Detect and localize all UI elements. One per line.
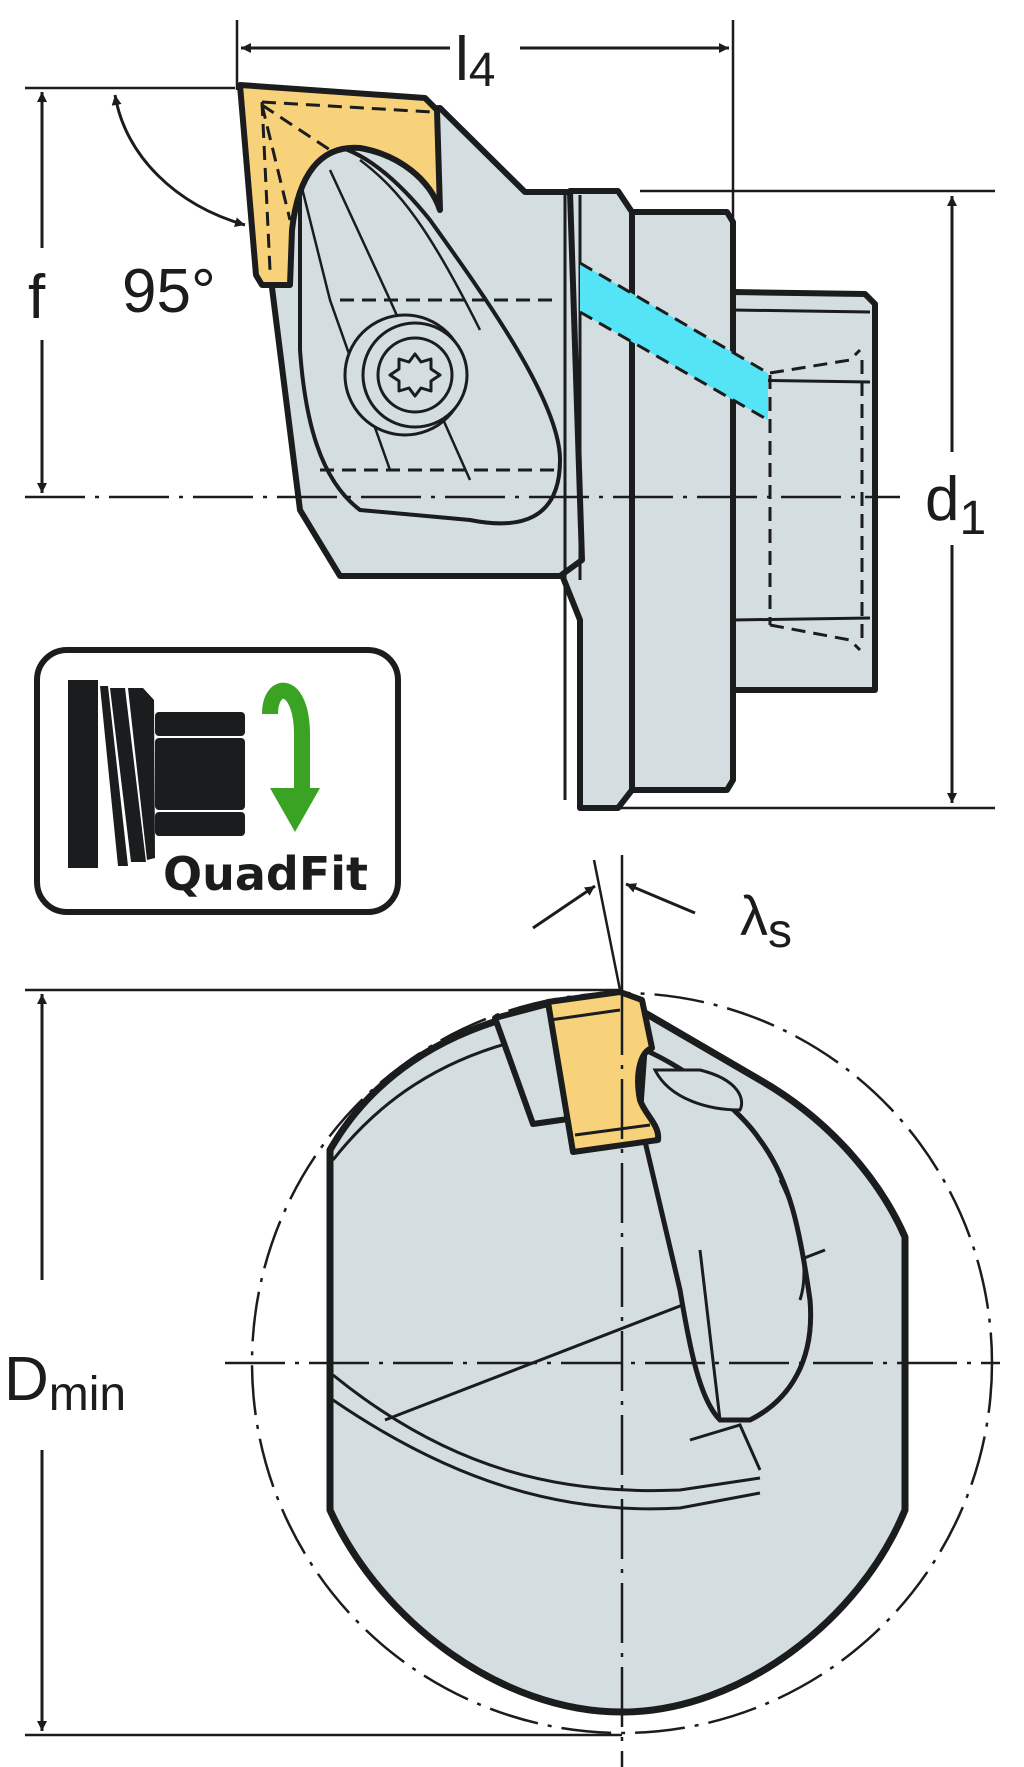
quadfit-badge: QuadFit [34, 647, 401, 915]
coolant-channel [580, 263, 768, 420]
side-view: l4 f 95° d1 [25, 20, 995, 811]
torx-icon [388, 352, 442, 398]
coupling-icon [68, 680, 245, 868]
quadfit-label: QuadFit [163, 847, 368, 901]
end-view: Dmin λs [4, 855, 1000, 1767]
dim-f-label: f [28, 263, 46, 332]
collar-body [629, 209, 736, 793]
dim-d1-label: d1 [925, 465, 986, 545]
dim-l4-label: l4 [455, 25, 495, 97]
dim-dmin-label: Dmin [4, 1345, 126, 1421]
dim-angle-label: 95° [122, 257, 216, 326]
flange-body [557, 188, 635, 811]
dim-lambda-s-label: λs [740, 884, 792, 958]
end-view-clamp [637, 1046, 814, 1423]
cutting-insert [237, 82, 443, 288]
end-view-insert [545, 989, 662, 1155]
rotation-arrow-icon [262, 682, 320, 832]
